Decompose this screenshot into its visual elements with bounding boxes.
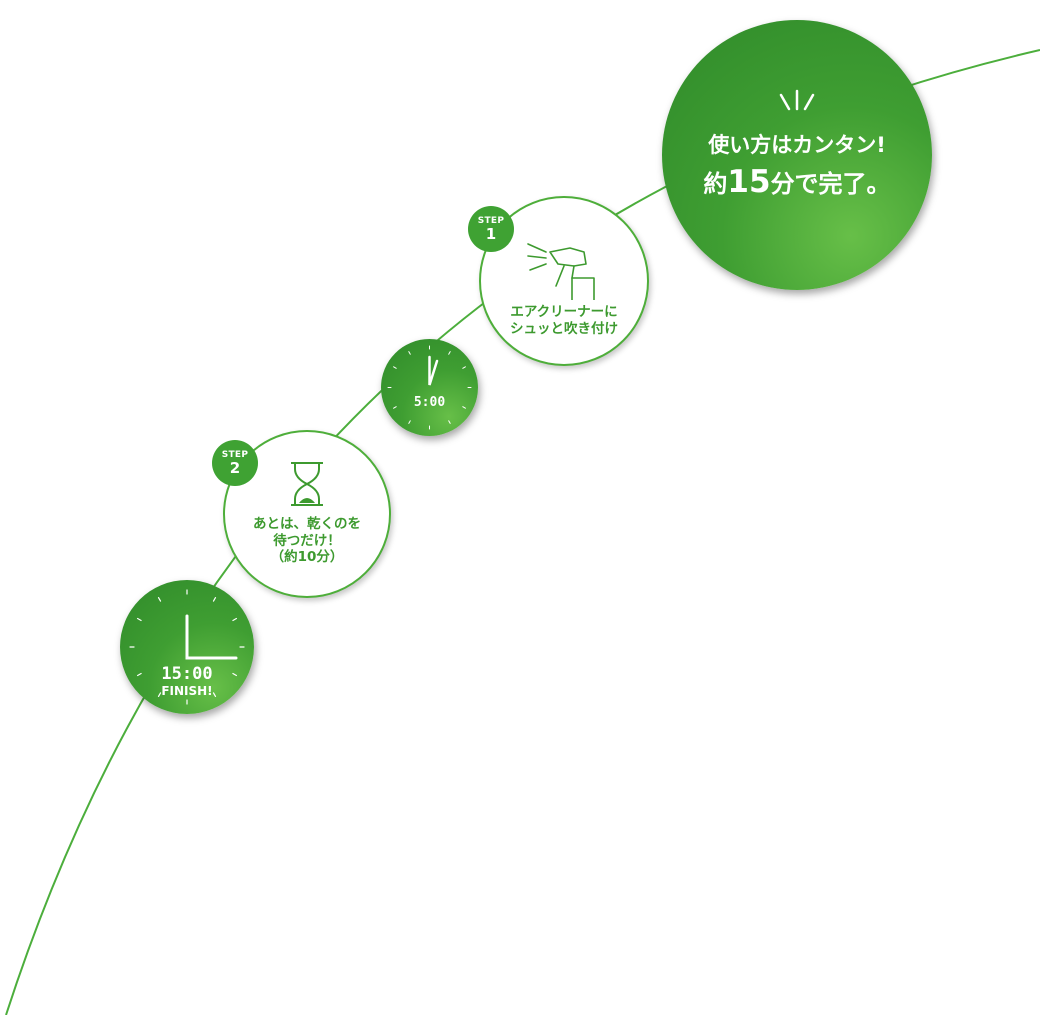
timer-5min-time: 5:00: [413, 395, 446, 410]
duration-suffix: 分で完了。: [770, 170, 891, 199]
timer-5min: 5:00: [381, 339, 478, 436]
step-1-text-line-2: シュッと吹き付け: [510, 321, 618, 337]
step-2-text-line-1: あとは、乾くのを: [253, 515, 361, 532]
clock-face-icon: [129, 589, 245, 705]
step-2-badge: STEP 2: [212, 440, 258, 486]
step-1-badge: STEP 1: [468, 206, 514, 252]
step-1-text-line-1: エアクリーナーに: [510, 304, 618, 321]
step-1-badge-number: 1: [485, 224, 497, 243]
headline-duration: 約15分で完了。: [703, 162, 890, 202]
headline-text: 使い方はカンタン!: [708, 133, 886, 158]
duration-prefix: 約: [703, 170, 728, 199]
timer-15min-time: 15:00: [161, 664, 213, 684]
step-1-badge-label: STEP: [477, 215, 505, 226]
finish-label: FINISH!: [161, 684, 213, 698]
step-2-text-line-2: 待つだけ！: [273, 532, 341, 549]
headline-circle: 使い方はカンタン! 約15分で完了。: [662, 20, 932, 290]
step-2-badge-label: STEP: [221, 449, 249, 460]
step-2-text-line-3: （約10分）: [270, 549, 344, 566]
spray-bottle-icon: [527, 243, 595, 301]
hourglass-icon: [291, 461, 323, 506]
clock-face-icon: [387, 345, 472, 430]
timer-15min-finish: 15:00 FINISH!: [120, 580, 254, 714]
step-2-badge-number: 2: [229, 458, 241, 477]
duration-number: 15: [727, 164, 771, 201]
emphasis-lines-icon: [779, 90, 815, 111]
